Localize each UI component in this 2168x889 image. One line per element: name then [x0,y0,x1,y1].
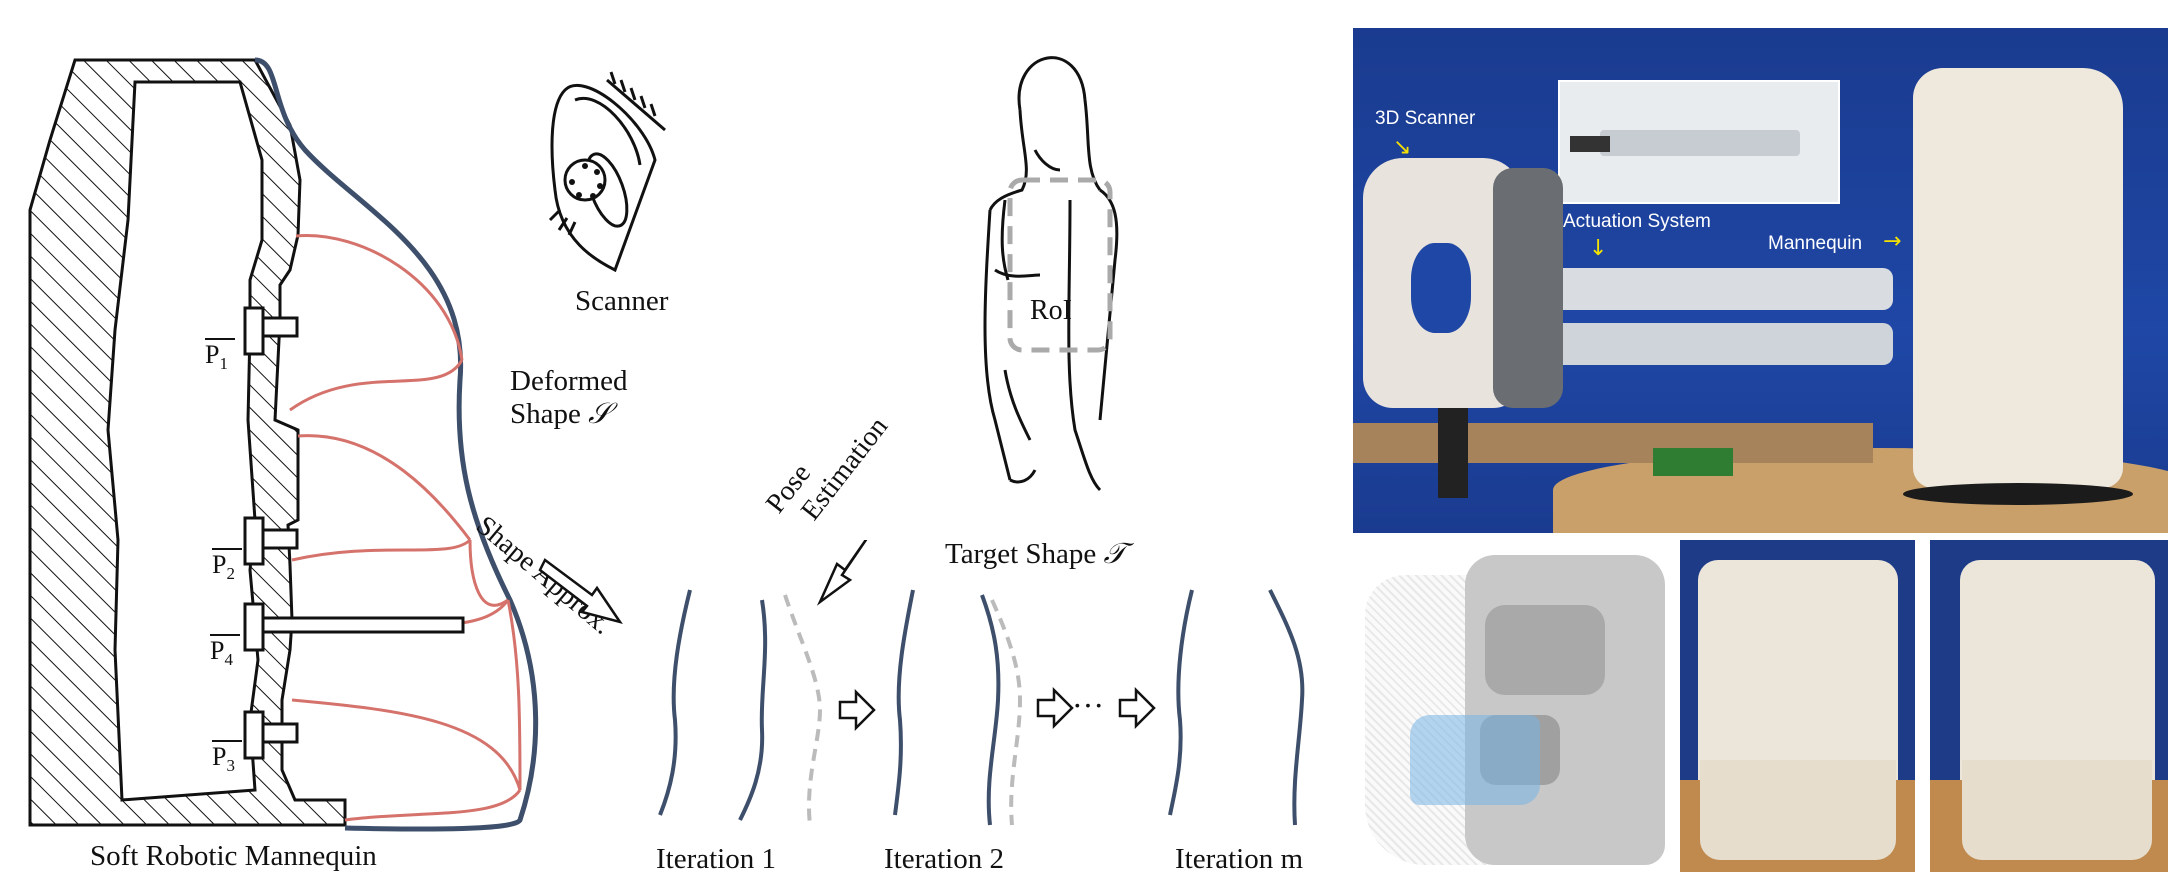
mannequin-outer-skin [254,57,539,832]
photo-label-actuation: Actuation System [1563,211,1711,232]
syringe-2 [1523,323,1893,365]
iter2-curve-a [893,589,915,816]
scanner-back [1493,168,1563,408]
iter1-curve-a [658,589,692,816]
mannequin-cavity [106,80,264,802]
iteration-label-1: Iteration 1 [656,843,776,875]
deformed-label-line1: Deformed [510,365,628,397]
syringe-1 [1523,268,1893,310]
actuator-label-p2: P2 [212,548,242,584]
pose-estimation-arrow [816,540,868,606]
mannequin-photo-side [1930,540,2168,872]
iterm-curve-a [1168,589,1194,816]
photo-label-mannequin: Mannequin [1768,233,1863,254]
circuit-board [1653,448,1733,476]
actuator-label-p3: P3 [212,740,242,776]
actuator-label-p4: P4 [210,634,240,670]
deformed-shape-label: Deformed Shape 𝒮 [510,365,628,431]
scanner-label: Scanner [575,285,669,317]
arrow-3d-scanner-icon: ↘ [1393,135,1412,160]
mannequin-section-diagram [28,57,539,832]
iteration-ellipsis: ··· [1072,687,1104,723]
mannequin-photo-front [1680,540,1915,872]
cad-actuator-pad [1410,715,1540,805]
iter2-target-curve [990,599,1023,826]
photo-bench [1353,423,1873,463]
scanner-icon [548,71,666,273]
photo-mannequin [1913,68,2123,488]
arrow-mannequin-icon: → [1883,229,1902,254]
pose-estimation-label: Pose Estimation [760,411,895,527]
cad-render [1355,545,1670,875]
iteration-diagram [538,540,1305,826]
mannequin-base [1903,483,2133,505]
mannequin-caption: Soft Robotic Mannequin [90,840,377,872]
actuator-inset-photo [1558,80,1840,204]
iterm-curve-b [1268,589,1305,826]
iteration-label-2: Iteration 2 [884,843,1004,875]
iter-arrow-2 [1036,686,1074,730]
iter2-curve-b [980,594,1001,826]
roi-dashed-region [1007,177,1113,353]
cad-solid-body [1465,555,1665,865]
photo-label-3d-scanner: 3D Scanner [1375,108,1476,129]
actuator-pistons [243,306,465,760]
actuator-label-p1: P1 [205,338,235,374]
iter1-curve-b [738,599,768,821]
shape-approx-arrow [538,558,623,625]
iter-arrow-1 [838,688,876,732]
deformed-label-line2: Shape 𝒮 [510,398,611,430]
deformation-curves [289,234,522,822]
iter-arrow-3 [1118,686,1156,730]
target-figure [983,56,1119,492]
arrow-actuation-icon: ↓ [1589,236,1608,261]
roi-label: RoI [1030,295,1072,326]
target-shape-label: Target Shape 𝒯 [945,538,1126,570]
scanner-tripod [1438,408,1468,498]
iter1-target-curve [783,594,823,826]
iteration-label-m: Iteration m [1175,843,1304,875]
setup-photo: 3D Scanner ↘ Actuation System ↓ Mannequi… [1353,28,2168,533]
